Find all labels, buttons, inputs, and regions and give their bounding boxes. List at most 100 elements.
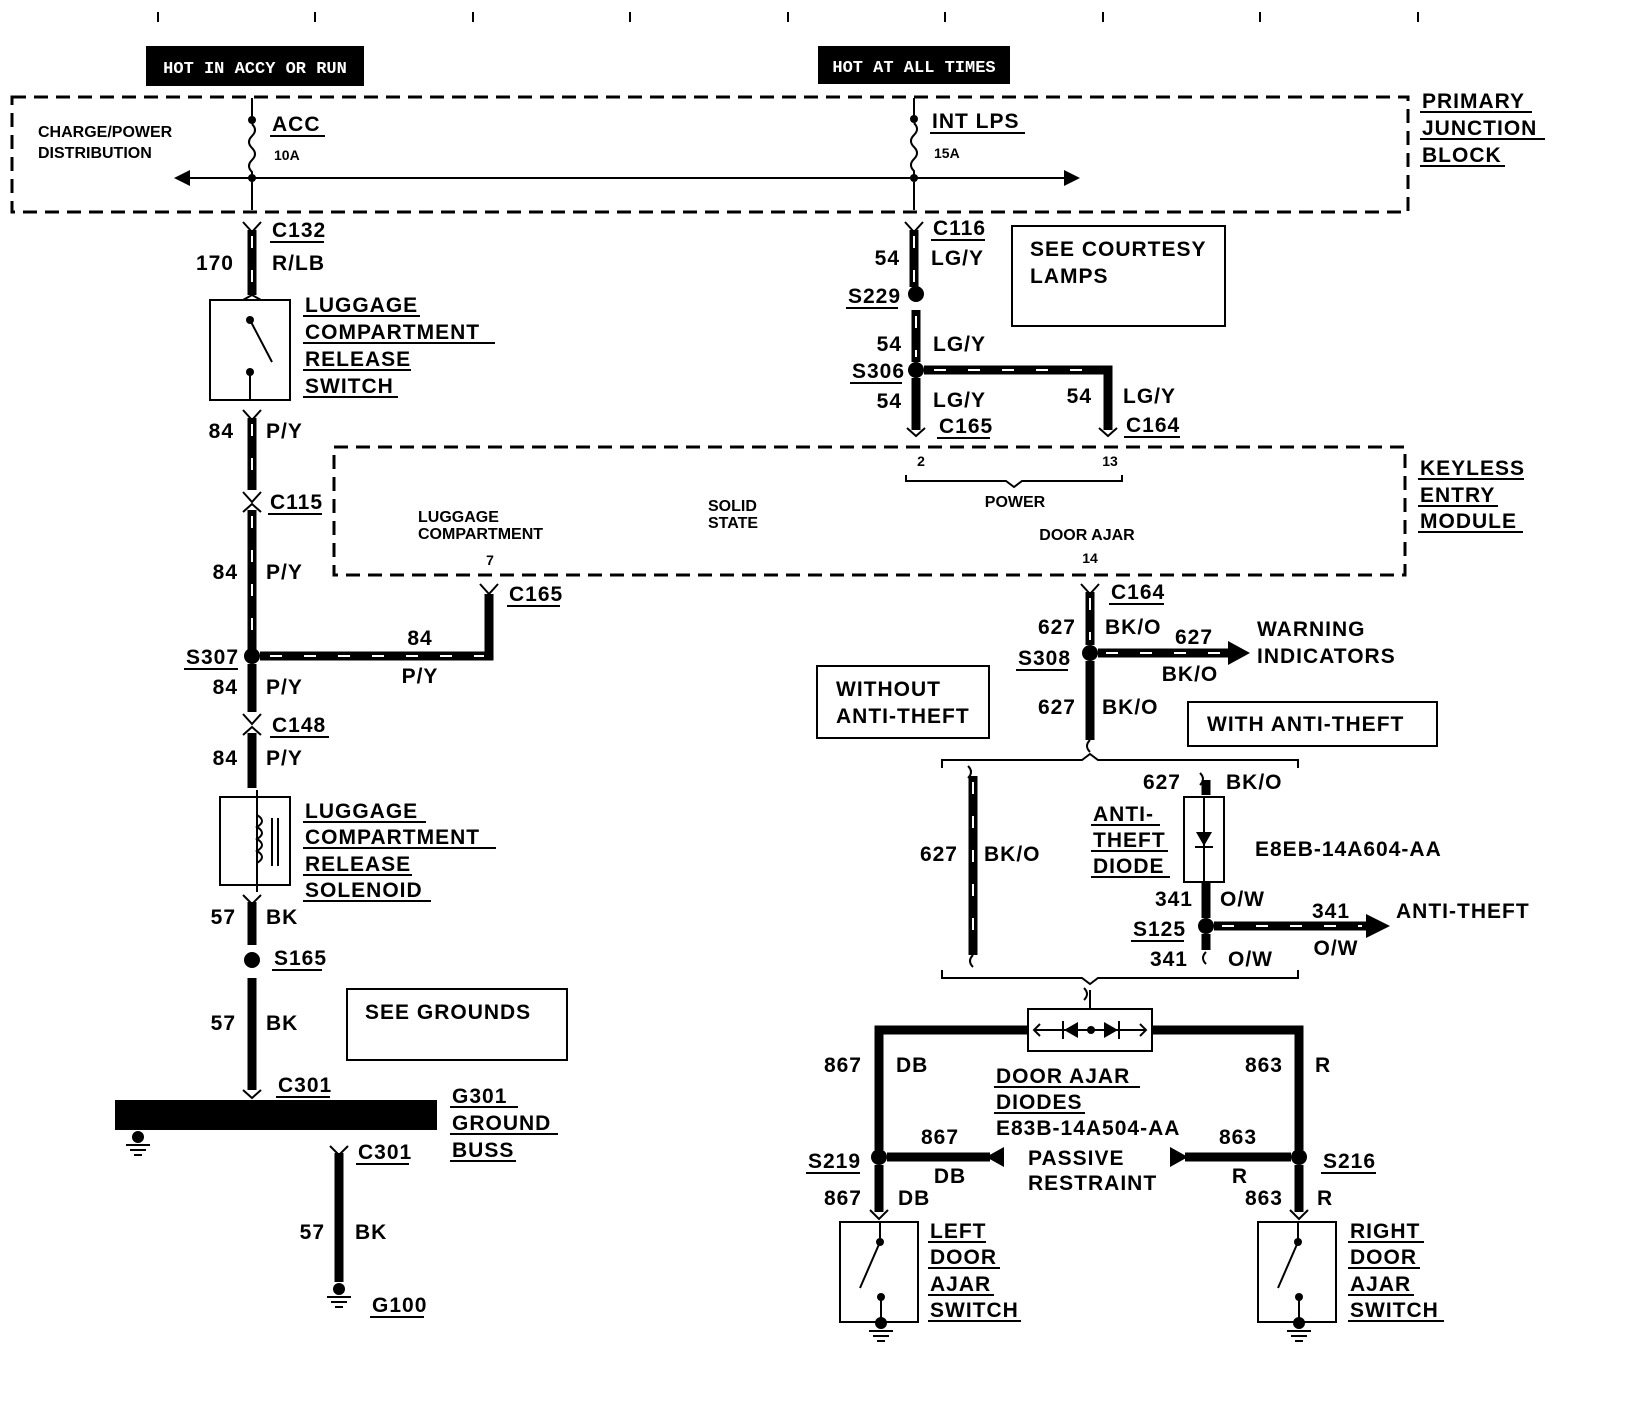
passive-label-2: RESTRAINT: [1028, 1172, 1157, 1195]
right-w627b: 627: [1038, 696, 1076, 719]
right-c116: C116: [933, 217, 986, 240]
right-c-db-a: DB: [896, 1054, 928, 1077]
courtesy-label-1: SEE COURTESY: [1030, 238, 1207, 261]
without-anti-theft-label: ANTI-THEFT: [836, 705, 970, 728]
left-w84d: 84: [213, 747, 238, 770]
right-c-r-b: R: [1317, 1187, 1333, 1210]
left-circuit: C132 170 R/LB LUGGAGE COMPARTMENT RELEAS…: [115, 219, 568, 1318]
left-c-py-b: P/Y: [266, 561, 303, 584]
diode-part: E8EB-14A604-AA: [1255, 838, 1442, 861]
right-c-r-h: R: [1232, 1165, 1248, 1188]
rs-label-3: AJAR: [1350, 1273, 1411, 1296]
kem-solid-2: STATE: [708, 515, 758, 532]
warn-label-1: WARNING: [1257, 618, 1366, 641]
left-s165: S165: [274, 947, 327, 970]
door-ajar-diodes: [1027, 1008, 1153, 1052]
right-w341h: 341: [1312, 900, 1350, 923]
ls-label-4: SWITCH: [930, 1299, 1019, 1322]
right-w627h: 627: [1175, 626, 1213, 649]
right-circuit: C116 54 LG/Y SEE COURTESY LAMPS S229 54 …: [806, 217, 1530, 1342]
right-door-ajar-switch: [1257, 1221, 1337, 1342]
cpd-label-2: DISTRIBUTION: [38, 145, 152, 162]
left-w57b: 57: [211, 1012, 236, 1035]
left-switch-blade-icon: [859, 1241, 881, 1289]
switch-label-4: SWITCH: [305, 375, 394, 398]
kem-title-2: ENTRY: [1420, 484, 1495, 507]
wiring-diagram: HOT IN ACCY OR RUN HOT AT ALL TIMES PRIM…: [10, 12, 1545, 1342]
right-c-bko-d: BK/O: [1226, 771, 1283, 794]
kem-power: POWER: [985, 494, 1046, 511]
kem-title-1: KEYLESS: [1420, 457, 1525, 480]
right-c-lgy-d: LG/Y: [1123, 385, 1176, 408]
anti-theft-diode: [1183, 796, 1225, 883]
right-c-r-a: R: [1315, 1054, 1331, 1077]
right-w863b: 863: [1245, 1187, 1283, 1210]
right-w627d: 627: [1143, 771, 1181, 794]
int-lps-fuse-icon: [910, 122, 918, 178]
right-c-bko-b: BK/O: [1102, 696, 1159, 719]
right-s219: S219: [808, 1150, 861, 1173]
right-c164a: C164: [1126, 414, 1180, 437]
left-w84h: 84: [407, 627, 432, 650]
s306-splice: [908, 362, 924, 378]
rs-label-4: SWITCH: [1350, 1299, 1439, 1322]
top-ticks: [157, 12, 1419, 22]
left-g100: G100: [372, 1294, 427, 1317]
g301-ground-buss: [115, 1100, 437, 1130]
option-brace-top: [941, 752, 1299, 768]
switch-label-3: RELEASE: [305, 348, 411, 371]
left-w84c: 84: [213, 676, 238, 699]
right-c-bko-c: BK/O: [984, 843, 1041, 866]
right-w627c: 627: [920, 843, 958, 866]
right-w54c: 54: [877, 390, 902, 413]
left-w57a: 57: [211, 906, 236, 929]
diode-left-icon: [1064, 1022, 1078, 1038]
header-all-times: HOT AT ALL TIMES: [818, 46, 1010, 84]
left-c-py-h: P/Y: [402, 665, 439, 688]
fuse-acc-label: ACC: [272, 113, 321, 136]
right-w54a: 54: [875, 247, 900, 270]
left-c115: C115: [270, 491, 323, 514]
bus-arrow-left-icon: [174, 170, 190, 186]
anti-theft-out-label: ANTI-THEFT: [1396, 900, 1530, 923]
s165-splice: [244, 952, 260, 968]
s307-splice: [244, 648, 260, 664]
pjb-title-3: BLOCK: [1422, 144, 1502, 167]
header-all-times-label: HOT AT ALL TIMES: [832, 59, 995, 78]
left-c148: C148: [272, 714, 326, 737]
fuse-int-amp: 15A: [934, 145, 960, 161]
power-brace-icon: [905, 475, 1123, 489]
right-c-lgy-b: LG/Y: [933, 333, 986, 356]
diode-label-1: ANTI-: [1093, 803, 1154, 826]
left-c-py-c: P/Y: [266, 676, 303, 699]
pjb-title-1: PRIMARY: [1422, 90, 1525, 113]
switch-label-2: COMPARTMENT: [305, 321, 480, 344]
right-w54b: 54: [877, 333, 902, 356]
kem-luggage-1: LUGGAGE: [418, 509, 499, 526]
dad-label-1: DOOR AJAR: [996, 1065, 1130, 1088]
passive-arrow-left-icon: [986, 1147, 1004, 1167]
g301-label-3: BUSS: [452, 1139, 514, 1162]
kem-title-3: MODULE: [1420, 510, 1517, 533]
see-grounds-box: [346, 988, 568, 1061]
right-c164b: C164: [1111, 581, 1165, 604]
left-door-ajar-switch: [839, 1221, 919, 1342]
right-s306: S306: [852, 360, 905, 383]
with-anti-theft-label: WITH ANTI-THEFT: [1207, 713, 1404, 736]
right-s216: S216: [1323, 1150, 1376, 1173]
left-w84b: 84: [213, 561, 238, 584]
s216-splice: [1291, 1149, 1307, 1165]
dad-label-2: DIODES: [996, 1091, 1083, 1114]
sol-label-1: LUGGAGE: [305, 800, 418, 823]
kem-pin7: 7: [486, 552, 494, 568]
s125-splice: [1198, 918, 1214, 934]
kem-luggage-2: COMPARTMENT: [418, 526, 543, 543]
kem-door-ajar: DOOR AJAR: [1039, 527, 1135, 544]
kem-solid-1: SOLID: [708, 498, 757, 515]
bus-arrow-right-icon: [1064, 170, 1080, 186]
solenoid-coil-icon: [255, 814, 263, 864]
see-courtesy-box: [1011, 225, 1226, 327]
option-brace-bottom: [941, 970, 1299, 986]
s229-splice: [908, 286, 924, 302]
s219-splice: [871, 1149, 887, 1165]
